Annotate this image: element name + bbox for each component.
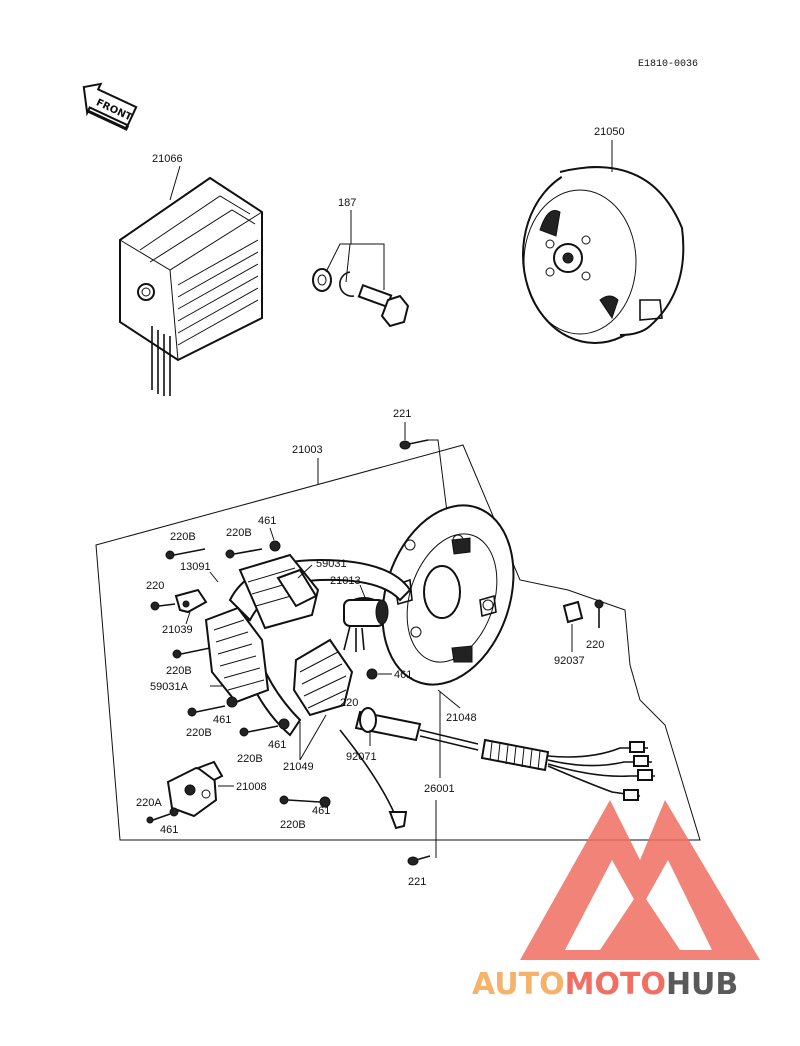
screw-220A <box>146 807 179 824</box>
bolt-220B-b <box>225 540 281 559</box>
screw-top <box>399 439 429 450</box>
coil-top <box>238 553 320 630</box>
washer-461-pickup <box>366 668 378 680</box>
bolt-washer-set <box>312 268 410 328</box>
pickup-coil <box>343 597 389 652</box>
label-220-b: 220 <box>340 697 358 709</box>
wire-harness <box>339 707 655 830</box>
label-461-a: 461 <box>258 515 276 527</box>
automotohub-watermark: AUTOMOTOHUB <box>472 800 760 1002</box>
label-21008: 21008 <box>236 781 267 793</box>
leader-187 <box>325 243 385 290</box>
regulator-rectifier <box>119 176 263 396</box>
label-220B-e: 220B <box>237 753 263 765</box>
label-92037: 92037 <box>554 655 585 667</box>
label-461-e: 461 <box>312 805 330 817</box>
label-461-d: 461 <box>160 824 178 836</box>
label-21039: 21039 <box>162 624 193 636</box>
watermark-logo-mark <box>520 800 760 960</box>
label-21003: 21003 <box>292 444 323 456</box>
label-21013: 21013 <box>330 575 361 587</box>
label-220B-f: 220B <box>280 819 306 831</box>
front-arrow: FRONT <box>82 82 138 131</box>
label-21049: 21049 <box>283 761 314 773</box>
bolt-220B-d <box>187 696 238 717</box>
label-461-pickup: 461 <box>394 669 412 681</box>
bolt-220B-c <box>172 647 211 659</box>
plate-92037 <box>562 599 604 628</box>
label-220B-a: 220B <box>170 531 196 543</box>
label-92071: 92071 <box>346 751 377 763</box>
label-461-b: 461 <box>213 714 231 726</box>
bracket-21039 <box>150 588 208 614</box>
leader-21066 <box>169 165 181 201</box>
watermark-part2: MOTO <box>565 967 666 1002</box>
label-220A: 220A <box>136 797 162 809</box>
label-221-bottom: 221 <box>408 876 426 888</box>
label-59031A: 59031A <box>150 681 189 693</box>
label-59031: 59031 <box>316 558 347 570</box>
watermark-part3: HUB <box>666 967 738 1002</box>
label-21048: 21048 <box>446 712 477 724</box>
label-461-c: 461 <box>268 739 286 751</box>
diagram-code: E1810-0036 <box>638 59 698 70</box>
label-187: 187 <box>338 197 356 209</box>
label-220B-b: 220B <box>226 527 252 539</box>
label-220B-c: 220B <box>166 665 192 677</box>
label-220B-d: 220B <box>186 727 212 739</box>
label-220-plate: 220 <box>586 639 604 651</box>
bolt-220B-f <box>279 795 331 808</box>
neutral-switch <box>166 760 224 818</box>
watermark-text: AUTOMOTOHUB <box>472 967 738 1002</box>
label-220-a: 220 <box>146 580 164 592</box>
label-13091: 13091 <box>180 561 211 573</box>
label-21066: 21066 <box>152 153 183 165</box>
screw-bottom <box>407 800 437 866</box>
label-221-top: 221 <box>393 408 411 420</box>
label-21050: 21050 <box>594 126 625 138</box>
coil-bottom <box>292 638 354 717</box>
flywheel-rotor <box>522 166 685 344</box>
coil-left <box>204 606 270 704</box>
label-26001: 26001 <box>424 783 455 795</box>
bolt-220B-a <box>165 548 206 560</box>
watermark-part1: AUTO <box>472 967 565 1002</box>
stator-plate <box>381 504 515 686</box>
bolt-220B-e <box>239 718 290 737</box>
